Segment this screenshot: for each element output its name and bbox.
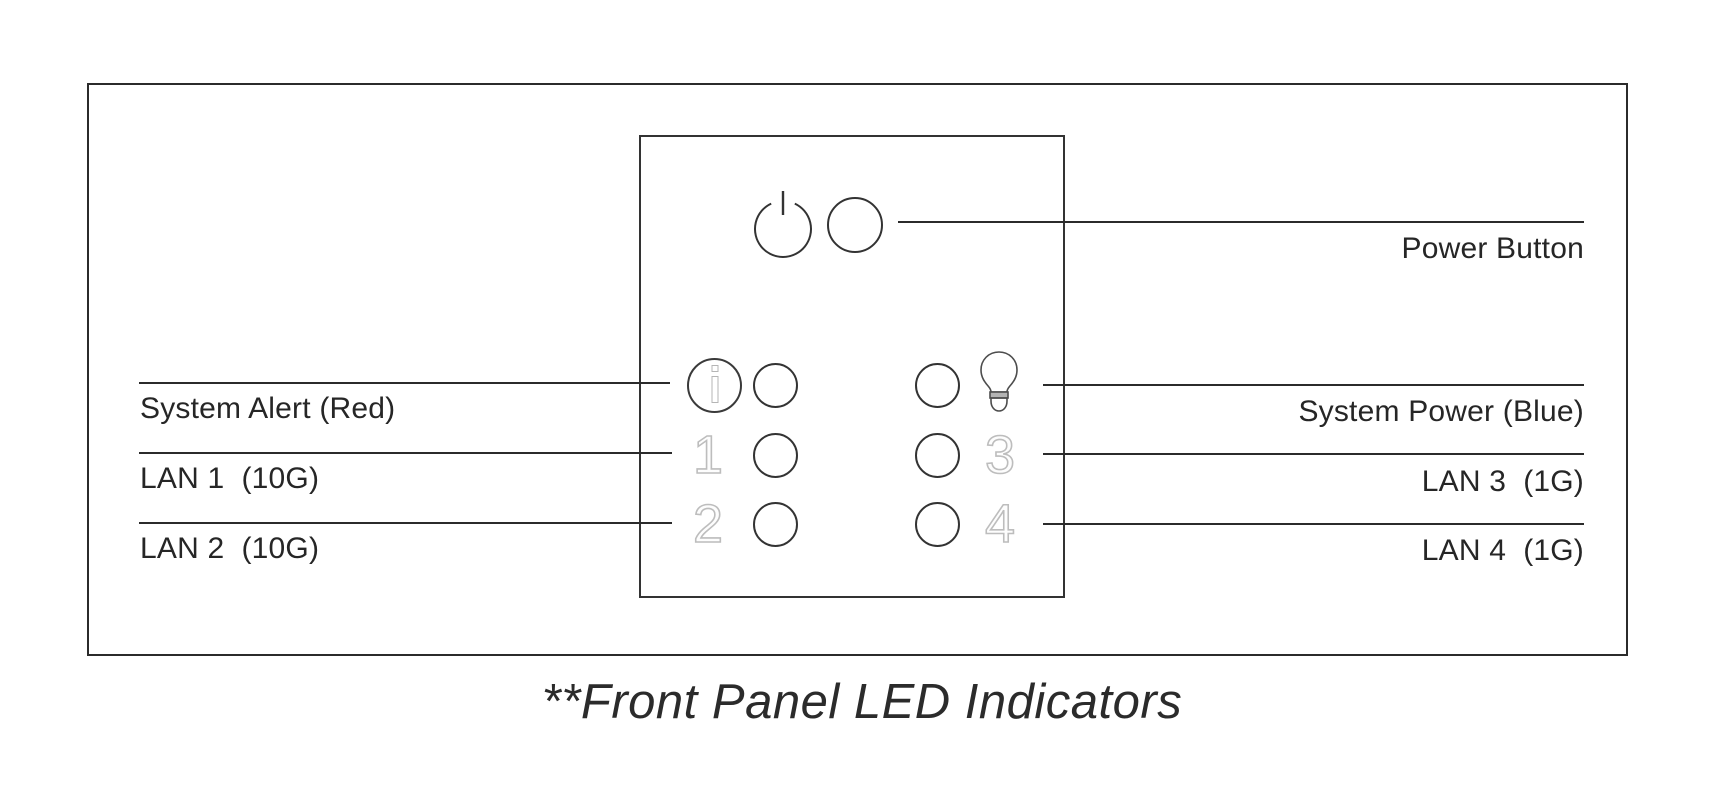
label-lan4: LAN 4 (1G) [1421, 534, 1584, 567]
info-icon [687, 358, 742, 413]
led-number-2: 2 [692, 494, 724, 554]
leader-line-lan4 [1043, 523, 1584, 525]
info-icon-dot [711, 365, 718, 372]
label-system-alert: System Alert (Red) [140, 392, 396, 425]
power-icon [754, 191, 812, 258]
leader-line-system-alert [139, 382, 670, 384]
led-system-power [915, 363, 960, 408]
led-number-1: 1 [692, 425, 724, 485]
leader-line-lan2 [139, 522, 672, 524]
leader-line-power-button [898, 221, 1584, 223]
leader-line-system-power [1043, 384, 1584, 386]
info-icon-stem [711, 376, 718, 403]
leader-line-lan3 [1043, 453, 1584, 455]
label-lan2: LAN 2 (10G) [140, 532, 320, 565]
led-lan3 [915, 433, 960, 478]
diagram-caption: **Front Panel LED Indicators [541, 675, 1183, 729]
label-lan1: LAN 1 (10G) [140, 462, 320, 495]
led-system-alert [753, 363, 798, 408]
led-lan2 [753, 502, 798, 547]
leader-line-lan1 [139, 452, 672, 454]
led-number-3: 3 [984, 425, 1016, 485]
led-number-4: 4 [984, 494, 1016, 554]
power-button[interactable] [827, 197, 883, 253]
led-lan4 [915, 502, 960, 547]
label-power-button: Power Button [1401, 232, 1584, 265]
light-bulb-icon [980, 351, 1018, 412]
led-lan1 [753, 433, 798, 478]
label-lan3: LAN 3 (1G) [1421, 465, 1584, 498]
label-system-power: System Power (Blue) [1298, 395, 1584, 428]
